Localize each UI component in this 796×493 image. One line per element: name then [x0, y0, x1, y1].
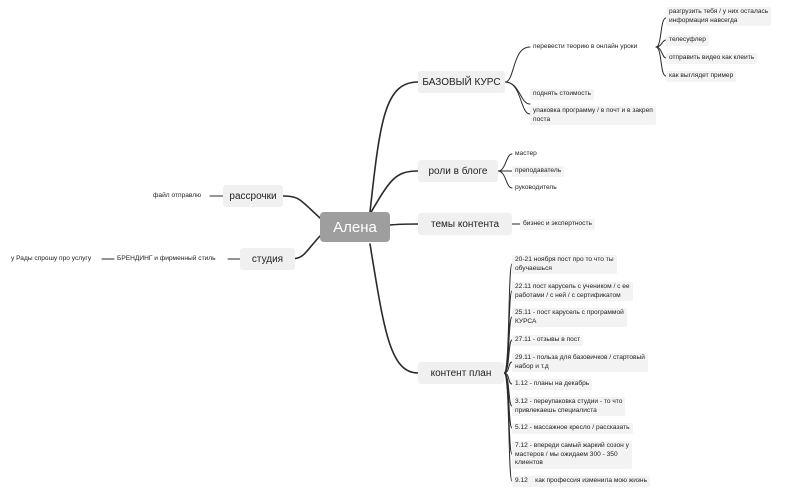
node-send-video-text: отправить видео как клеить: [669, 54, 755, 61]
node-branding-text: БРЕНДИНГ и фирменный стиль: [117, 255, 216, 262]
plan-item-line1: 9.12 как профессия изменила мою жизнь: [515, 477, 648, 484]
node-unload-line2: информация навсегда: [669, 16, 738, 24]
plan-item[interactable]: 27.11 - отзывы в пост: [512, 335, 584, 346]
node-pack-program-line1: упаковка программу / в почт и в закреп: [533, 107, 653, 114]
node-teacher[interactable]: преподаватель: [512, 166, 565, 177]
node-leader[interactable]: руководитель: [512, 183, 560, 194]
plan-item[interactable]: 29.11 - польза для базовичков / стартовы…: [512, 353, 648, 373]
node-theory-online-text: перевести теорию в онлайн уроки: [533, 43, 638, 50]
plan-item-line1: 5.12 - массажное кресло / рассказать: [515, 424, 630, 431]
root-node[interactable]: Алена: [320, 212, 390, 242]
node-business[interactable]: бизнес и экспертность: [520, 219, 595, 230]
link-root-installments: [282, 195, 321, 219]
node-raise-price-text: поднять стоимость: [533, 90, 591, 97]
plan-item-line2: работами / с ней / с сертификатом: [515, 291, 621, 299]
plan-item-line2: привлекаешь специалиста: [515, 406, 597, 414]
plan-item-line2: мастеров / мы ожидаем 300 - 350: [515, 450, 618, 458]
branch-blog-roles[interactable]: роли в блоге: [418, 160, 498, 182]
node-file-send[interactable]: файл отправлю: [150, 191, 204, 202]
branch-base-course[interactable]: БАЗОВЫЙ КУРС: [418, 71, 505, 93]
plan-item-line2: обучаешься: [515, 264, 552, 272]
node-leader-text: руководитель: [515, 184, 557, 191]
node-business-text: бизнес и экспертность: [523, 220, 592, 227]
plan-item-line1: 25.11 - пост карусель с программой: [515, 309, 624, 316]
plan-item[interactable]: 22.11 пост карусель с учеником / с ее ра…: [512, 282, 633, 302]
plan-item[interactable]: 20-21 ноября пост про то что ты обучаешь…: [512, 255, 617, 275]
node-pack-program[interactable]: упаковка программу / в почт и в закреп п…: [530, 106, 656, 126]
node-rada-ask[interactable]: у Рады спрошу про услугу: [8, 254, 94, 265]
node-unload-line1: разгрузить тебя / у них осталась: [669, 8, 769, 15]
plan-item-line3: клиентов: [515, 459, 543, 467]
branch-content-topics[interactable]: темы контента: [418, 213, 512, 235]
plan-item[interactable]: 3.12 - переупаковка студии - то что прив…: [512, 397, 626, 417]
node-rada-ask-text: у Рады спрошу про услугу: [11, 255, 92, 262]
link-root-content-topics: [389, 223, 419, 226]
link-root-content-plan: [369, 243, 419, 374]
node-teacher-text: преподаватель: [515, 167, 562, 174]
node-teleprompter[interactable]: телесуфлер: [666, 35, 709, 46]
node-example[interactable]: как выглядет пример: [666, 71, 737, 82]
branch-content-plan[interactable]: контент план: [418, 362, 504, 384]
plan-item-line1: 27.11 - отзывы в пост: [515, 336, 581, 343]
link-root-base-course: [369, 81, 419, 213]
plan-item[interactable]: 5.12 - массажное кресло / рассказать: [512, 423, 633, 434]
plan-item-line1: 20-21 ноября пост про то что ты: [515, 256, 614, 263]
plan-item-line2: набор и т.д: [515, 362, 549, 370]
node-teleprompter-text: телесуфлер: [669, 36, 706, 43]
plan-item-line1: 3.12 - переупаковка студии - то что: [515, 398, 623, 405]
plan-item[interactable]: 7.12 - впереди самый жаркий созон у маст…: [512, 441, 632, 469]
link-root-blog-roles: [369, 170, 419, 215]
plan-item[interactable]: 1.12 - планы на декабрь: [512, 379, 593, 390]
branch-studio[interactable]: студия: [240, 248, 295, 270]
plan-item-line1: 1.12 - планы на декабрь: [515, 380, 590, 387]
node-theory-online[interactable]: перевести теорию в онлайн уроки: [530, 42, 640, 53]
node-example-text: как выглядет пример: [669, 72, 734, 79]
branch-installments[interactable]: рассрочки: [223, 185, 283, 207]
plan-item-line2: КУРСА: [515, 317, 537, 325]
plan-item[interactable]: 9.12 как профессия изменила мою жизнь: [512, 476, 651, 487]
node-raise-price[interactable]: поднять стоимость: [530, 89, 594, 100]
node-pack-program-line2: поста: [533, 115, 551, 123]
node-unload[interactable]: разгрузить тебя / у них осталась информа…: [666, 7, 772, 27]
plan-item-line1: 7.12 - впереди самый жаркий созон у: [515, 442, 629, 449]
node-send-video[interactable]: отправить видео как клеить: [666, 53, 758, 64]
plan-item[interactable]: 25.11 - пост карусель с программой КУРСА: [512, 308, 627, 328]
plan-item-line1: 29.11 - польза для базовичков / стартовы…: [515, 354, 645, 361]
node-file-send-text: файл отправлю: [153, 192, 202, 199]
plan-item-line1: 22.11 пост карусель с учеником / с ее: [515, 283, 630, 290]
node-branding[interactable]: БРЕНДИНГ и фирменный стиль: [114, 254, 219, 265]
node-master[interactable]: мастер: [512, 149, 540, 160]
node-master-text: мастер: [515, 150, 537, 157]
